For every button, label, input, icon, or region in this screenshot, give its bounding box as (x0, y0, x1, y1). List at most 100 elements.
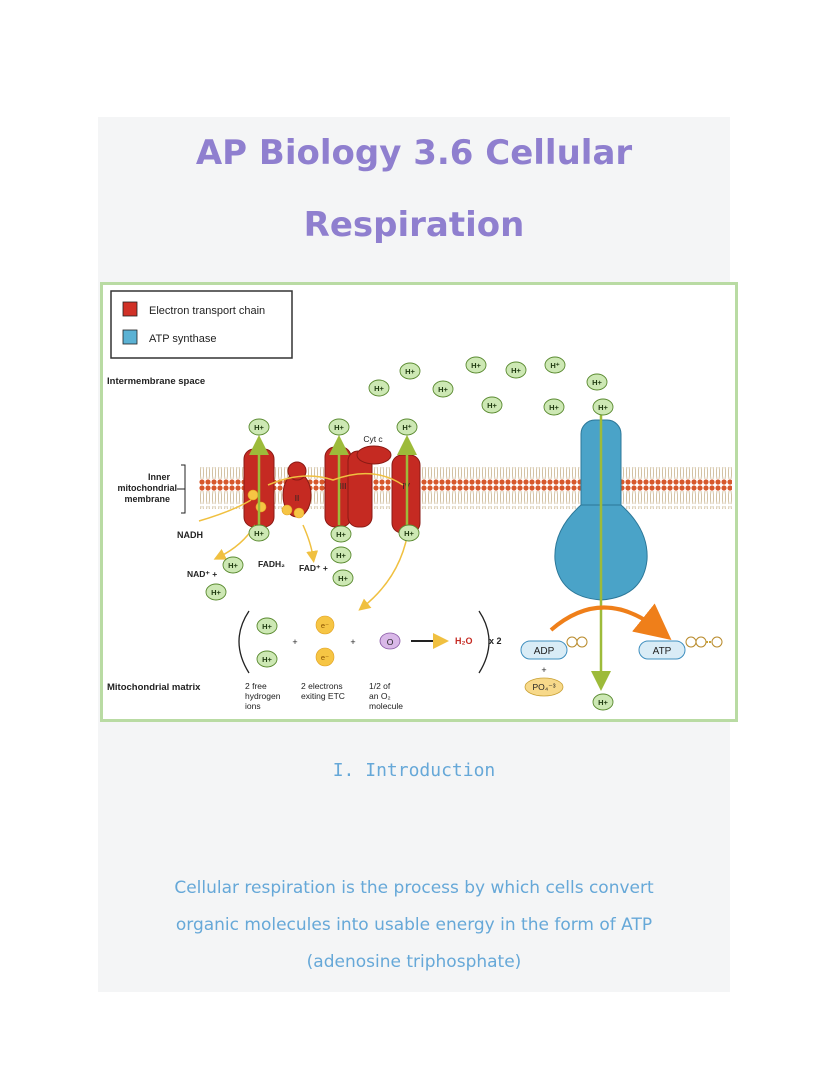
hydrogen-ion-bubble (592, 693, 614, 711)
inner-membrane-label-3: membrane (124, 494, 170, 504)
hydrogen-ion-label: H+ (405, 367, 415, 376)
complex-2-label: II (295, 494, 299, 503)
adp-label: ADP (534, 646, 555, 657)
paragraph-line-2: organic molecules into usable energy in … (175, 915, 653, 935)
hydrogen-ion-bubble (332, 569, 354, 587)
caption-ions-1: 2 free (245, 681, 267, 691)
nadh-flow (198, 499, 252, 522)
atp-label: ATP (653, 646, 672, 657)
legend-atp-swatch (122, 329, 138, 345)
hydrogen-ion-label: H⁺ (550, 361, 559, 370)
fadh2-label: FADH₂ (258, 559, 285, 569)
hydrogen-ion-label: H+ (598, 698, 608, 707)
hydrogen-ion-label: H+ (334, 423, 344, 432)
fad-plus-label: FAD⁺ + (299, 563, 328, 573)
hydrogen-ion-bubble (465, 356, 487, 374)
legend-box (110, 290, 293, 359)
adp-pill (520, 640, 568, 660)
hydrogen-ion-bubble (328, 418, 350, 436)
membrane-bracket (177, 464, 186, 514)
plus-2: + (350, 637, 355, 647)
oxygen-atom (379, 632, 401, 650)
hydrogen-ion-bubble (256, 650, 278, 668)
inner-membrane-label-2: mitochondrial (117, 483, 177, 493)
hydrogen-ion-label: H+ (549, 403, 559, 412)
hydrogen-ion-label: H+ (211, 588, 221, 597)
times-two-label: x 2 (489, 636, 502, 646)
hydrogen-ion-label: H+ (262, 622, 272, 631)
left-paren (238, 610, 250, 674)
caption-ions-2: hydrogen (245, 691, 281, 701)
electron-label-1: e⁻ (321, 621, 329, 630)
matrix-label: Mitochondrial matrix (107, 682, 201, 693)
paragraph-line-3: (adenosine triphosphate) (306, 952, 522, 972)
hydrogen-ion-label: H+ (511, 366, 521, 375)
intermembrane-space-label: Intermembrane space (107, 376, 205, 387)
hydrogen-ion-bubble (543, 398, 565, 416)
caption-oxygen-3: molecule (369, 701, 403, 711)
water-label: H₂O (455, 636, 473, 646)
hydrogen-ion-label: H+ (336, 551, 346, 560)
hydrogen-ion-label: H⁺ (402, 423, 411, 432)
electron-transport-diagram: Electron transport chain ATP synthase In… (100, 282, 738, 722)
hydrogen-ion-label: H+ (598, 403, 608, 412)
nad-plus-label: NAD⁺ + (187, 569, 217, 579)
hydrogen-ion-bubble (544, 356, 566, 374)
hydrogen-ion-bubble (330, 525, 352, 543)
hydrogen-ion-label: H+ (254, 423, 264, 432)
caption-electrons-2: exiting ETC (301, 691, 345, 701)
hydrogen-ion-bubble (399, 362, 421, 380)
hydrogen-ion-bubble (248, 524, 270, 542)
caption-oxygen-1: 1/2 of (369, 681, 391, 691)
hydrogen-ion-bubble (256, 617, 278, 635)
adp-to-atp-arrow (549, 603, 672, 641)
legend-atp-label: ATP synthase (149, 333, 216, 345)
title-line-2: Respiration (303, 205, 525, 245)
intro-paragraph: Cellular respiration is the process by w… (98, 870, 730, 981)
legend-etc-swatch (122, 301, 138, 317)
right-paren (478, 610, 490, 674)
title-line-1: AP Biology 3.6 Cellular (195, 133, 633, 173)
hydrogen-ion-label: H+ (592, 378, 602, 387)
hydrogen-ion-bubble (368, 379, 390, 397)
adp-plus: + (541, 665, 546, 675)
hydrogen-ion-bubble (592, 398, 614, 416)
hydrogen-ion-label: H+ (254, 529, 264, 538)
electron-path (267, 472, 404, 486)
hydrogen-ions: H+ H+ H⁺ H+ H+ H+ H+ H+ H+ H⁺ H+ H+ H+ H+ H+ H+ H+ H+ H+ H+… (205, 356, 614, 711)
complex-3-label: III (340, 482, 347, 491)
hydrogen-ion-label: H+ (438, 385, 448, 394)
hydrogen-ion-bubble (396, 418, 418, 436)
legend-etc-label: Electron transport chain (149, 305, 265, 317)
section-heading: I. Introduction (332, 760, 496, 781)
hydrogen-ion-label: H+ (404, 529, 414, 538)
nadh-label: NADH (177, 530, 203, 540)
hydrogen-ion-bubble (586, 373, 608, 391)
atp-pill (638, 640, 686, 660)
hydrogen-ion-bubble (330, 546, 352, 564)
hydrogen-ion-label: H+ (487, 401, 497, 410)
hydrogen-ion-bubble (398, 524, 420, 542)
hydrogen-ion-bubble (222, 556, 244, 574)
diagram-svg: Electron transport chain ATP synthase In… (107, 290, 732, 711)
hydrogen-ion-bubble (481, 396, 503, 414)
cyt-c-label: Cyt c (363, 434, 383, 444)
paragraph-line-1: Cellular respiration is the process by w… (174, 878, 654, 898)
inner-membrane-label-1: Inner (148, 472, 171, 482)
hydrogen-ion-bubble (505, 361, 527, 379)
phosphate-label: PO₄⁻³ (532, 682, 555, 692)
hydrogen-ion-label: H+ (374, 384, 384, 393)
oxygen-label: O (387, 637, 394, 647)
cytochrome-c (356, 445, 392, 465)
electron-stars (315, 615, 335, 667)
plus-1: + (292, 637, 297, 647)
hydrogen-ion-label: H+ (262, 655, 272, 664)
inner-membrane (199, 467, 732, 509)
electron-label-2: e⁻ (321, 653, 329, 662)
hydrogen-ion-bubble (248, 418, 270, 436)
hydrogen-ion-label: H+ (338, 574, 348, 583)
hydrogen-ion-label: H+ (471, 361, 481, 370)
hydrogen-ion-bubble (205, 583, 227, 601)
caption-oxygen-2: an O₂ (369, 691, 391, 701)
hydrogen-ion-bubble (432, 380, 454, 398)
